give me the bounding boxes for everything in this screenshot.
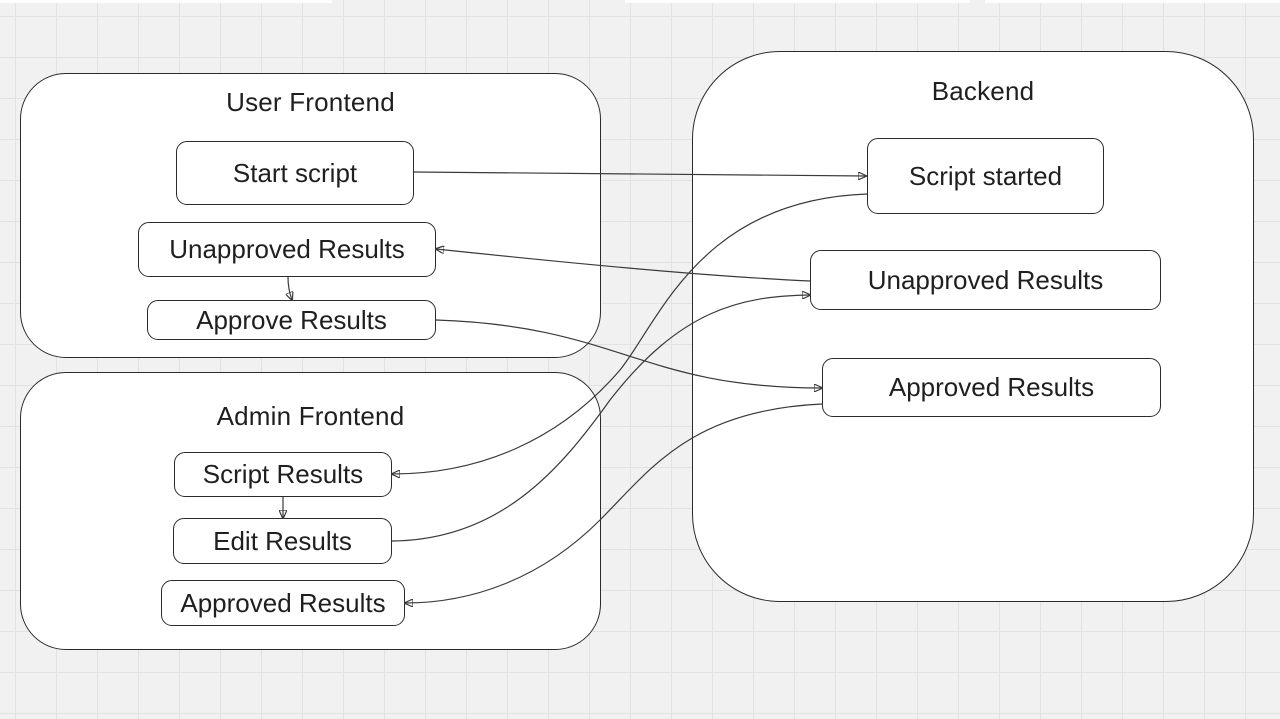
approve-results-node[interactable]: Approve Results bbox=[147, 300, 436, 340]
canvas-top-strip-left bbox=[0, 0, 332, 3]
canvas-top-strip-right bbox=[985, 0, 1280, 3]
script-results-node[interactable]: Script Results bbox=[174, 452, 392, 497]
user-frontend-title: User Frontend bbox=[226, 87, 395, 117]
edit-results-node[interactable]: Edit Results bbox=[173, 518, 392, 564]
backend-title: Backend bbox=[931, 76, 1035, 106]
backend-unapproved-results-node[interactable]: Unapproved Results bbox=[810, 250, 1161, 310]
admin-approved-results-node[interactable]: Approved Results bbox=[161, 580, 405, 626]
canvas-top-strip-middle bbox=[625, 0, 970, 3]
admin-frontend-title: Admin Frontend bbox=[216, 401, 405, 431]
backend-group[interactable]: Backend bbox=[692, 51, 1254, 602]
backend-approved-results-node[interactable]: Approved Results bbox=[822, 358, 1161, 417]
user-unapproved-results-node[interactable]: Unapproved Results bbox=[138, 222, 436, 277]
start-script-node[interactable]: Start script bbox=[176, 141, 414, 205]
script-started-node[interactable]: Script started bbox=[867, 138, 1104, 214]
